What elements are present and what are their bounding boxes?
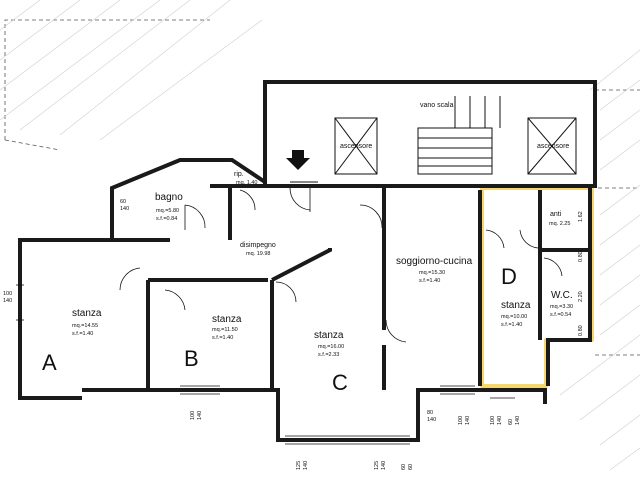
- door-swings: [119, 187, 563, 343]
- room-d-name: stanza: [501, 300, 531, 311]
- room-disimpegno-name: disimpegno: [240, 242, 276, 249]
- dim-140-b: 140: [197, 411, 203, 420]
- room-a-sf: s.f.=1.40: [72, 331, 93, 337]
- room-wc-sf: s.f.=0.54: [550, 312, 571, 318]
- room-c-sf: s.f.=2.33: [318, 352, 339, 358]
- room-bagno-mq: mq.=5.80: [156, 208, 179, 214]
- dim-100-r2: 100: [490, 416, 496, 425]
- dim-140-125b: 140: [381, 461, 387, 470]
- room-soggiorno-mq: mq.=15.30: [419, 270, 445, 276]
- room-b-mq: mq.=11.50: [212, 327, 238, 333]
- dim-140-125a: 140: [303, 461, 309, 470]
- dim-100-r1: 100: [458, 416, 464, 425]
- room-a-letter: A: [42, 350, 57, 375]
- dim-v-d-mid: 0.80: [578, 251, 584, 262]
- dim-140-top: 140: [120, 206, 129, 212]
- room-b-sf: s.f.=1.40: [212, 335, 233, 341]
- windows: [16, 284, 515, 445]
- dim-125-a: 125: [296, 461, 302, 470]
- room-bagno-sf: s.f.=0.84: [156, 216, 177, 222]
- room-b-letter: B: [184, 346, 199, 371]
- dim-125-b: 125: [374, 461, 380, 470]
- dim-60-top: 60: [120, 199, 126, 205]
- room-rip-mq: mq. 1.40: [236, 180, 257, 186]
- room-c-letter: C: [332, 370, 348, 395]
- room-wc-name: W.C.: [551, 290, 573, 301]
- dim-60-bottom: 60: [508, 419, 514, 425]
- room-rip-name: rip.: [234, 171, 244, 178]
- room-anti-name: anti: [550, 211, 562, 218]
- dim-140-bottom: 140: [515, 416, 521, 425]
- room-a-name: stanza: [72, 308, 102, 319]
- room-c-mq: mq.=16.00: [318, 344, 344, 350]
- dim-60-60-a: 60: [401, 464, 407, 470]
- dim-100-left: 100: [3, 291, 12, 297]
- dim-v-d-top: 1.62: [578, 211, 584, 222]
- dim-140-r2: 140: [497, 416, 503, 425]
- room-soggiorno-name: soggiorno-cucina: [396, 256, 473, 267]
- room-anti-mq: mq. 2.25: [549, 221, 570, 227]
- room-soggiorno-sf: s.f.=1.40: [419, 278, 440, 284]
- room-d-letter: D: [501, 264, 517, 289]
- dim-80: 80: [427, 410, 433, 416]
- stair-details: [290, 96, 577, 183]
- dim-v-d-bot: 0.80: [578, 325, 584, 336]
- dim-140-r1: 140: [465, 416, 471, 425]
- room-c-name: stanza: [314, 330, 344, 341]
- entrance-arrow-icon: [286, 150, 310, 170]
- lift-right-label: ascensore: [537, 143, 569, 150]
- stair-label: vano scala: [420, 102, 454, 109]
- site-boundary: [4, 19, 640, 356]
- unit-d-highlight: [480, 186, 594, 388]
- room-d-mq: mq.=10.00: [501, 314, 527, 320]
- lift-left-label: ascensore: [340, 143, 372, 150]
- room-bagno-name: bagno: [155, 192, 183, 203]
- dim-v-d-low: 2.20: [578, 291, 584, 302]
- room-a-mq: mq.=14.55: [72, 323, 98, 329]
- dim-140-80: 140: [427, 417, 436, 423]
- room-wc-mq: mq.=3.30: [550, 304, 573, 310]
- room-d-sf: s.f.=1.40: [501, 322, 522, 328]
- dim-100-b: 100: [190, 411, 196, 420]
- dim-60-60-b: 60: [408, 464, 414, 470]
- room-b-name: stanza: [212, 314, 242, 325]
- walls: [18, 80, 597, 442]
- dim-140-left: 140: [3, 298, 12, 304]
- room-disimpegno-mq: mq. 19.98: [246, 251, 270, 257]
